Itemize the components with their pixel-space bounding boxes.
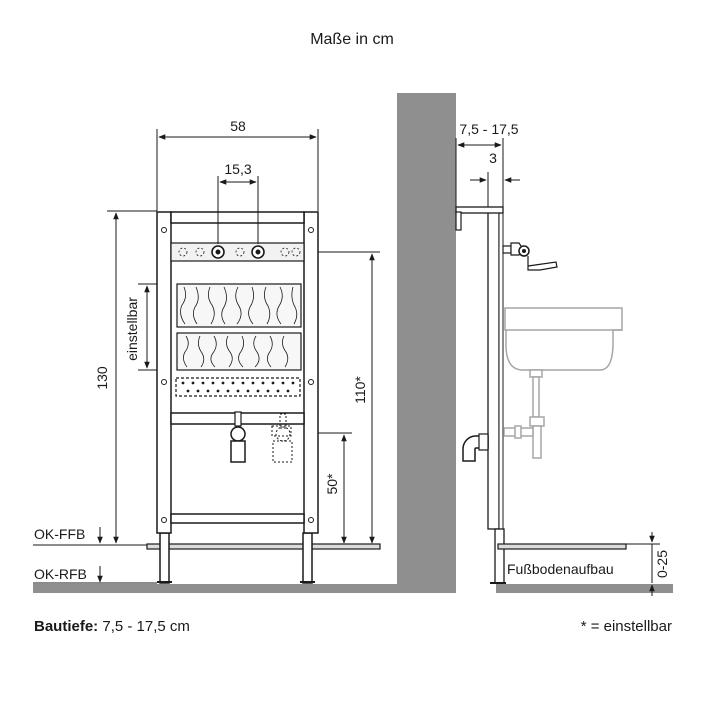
side-floor-plate (497, 543, 627, 550)
connection-height-label: 110* (352, 376, 368, 404)
drain-connector (234, 411, 242, 427)
total-height-label: 130 (94, 366, 110, 390)
top-bracket (455, 206, 504, 214)
front-dimension-lines (107, 129, 380, 544)
side-view (455, 206, 627, 584)
wash-basin (504, 307, 623, 371)
floor-buildup-label: Fußbodenaufbau (507, 561, 614, 577)
adjustable-range-label: einstellbar (124, 297, 140, 361)
drain-height-label: 50* (324, 473, 340, 495)
depth-footnote-label: Bautiefe: (34, 618, 99, 635)
left-upright (156, 211, 172, 534)
floor-buildup-range-label: 0-25 (654, 550, 670, 578)
level-lines (33, 544, 157, 584)
right-foot (302, 532, 313, 584)
bottom-rail (170, 513, 305, 524)
left-foot (159, 532, 170, 584)
finished-floor-label: OK-FFB (34, 526, 85, 542)
front-floor-plate (146, 543, 381, 550)
raw-floor-label: OK-RFB (34, 566, 87, 582)
wall-tap (502, 242, 558, 271)
wall (397, 93, 456, 585)
adjustable-note: * = einstellbar (580, 618, 672, 635)
wall-floor-gap (456, 583, 496, 595)
frame-width-label: 58 (230, 118, 246, 134)
side-dimension-lines (455, 138, 660, 596)
side-foot (494, 528, 505, 584)
raw-floor-slab (33, 584, 673, 593)
siphon (503, 369, 545, 459)
side-frame-profile (487, 211, 500, 530)
right-upright (303, 211, 319, 534)
depth-range-label: 7,5 - 17,5 (459, 121, 518, 137)
alternative-drain (271, 413, 293, 463)
diagram-title: Maße in cm (310, 31, 394, 48)
offset-label: 3 (489, 150, 497, 166)
depth-footnote-value: 7,5 - 17,5 cm (102, 618, 190, 635)
connection-rail (170, 242, 305, 262)
top-rail (170, 211, 305, 224)
depth-footnote: Bautiefe: 7,5 - 17,5 cm (34, 618, 190, 635)
perforated-rail (175, 377, 301, 397)
connection-spacing-label: 15,3 (224, 161, 251, 177)
lower-mounting-board (176, 332, 302, 371)
front-frame (146, 211, 381, 584)
drain-pipe (230, 440, 246, 463)
